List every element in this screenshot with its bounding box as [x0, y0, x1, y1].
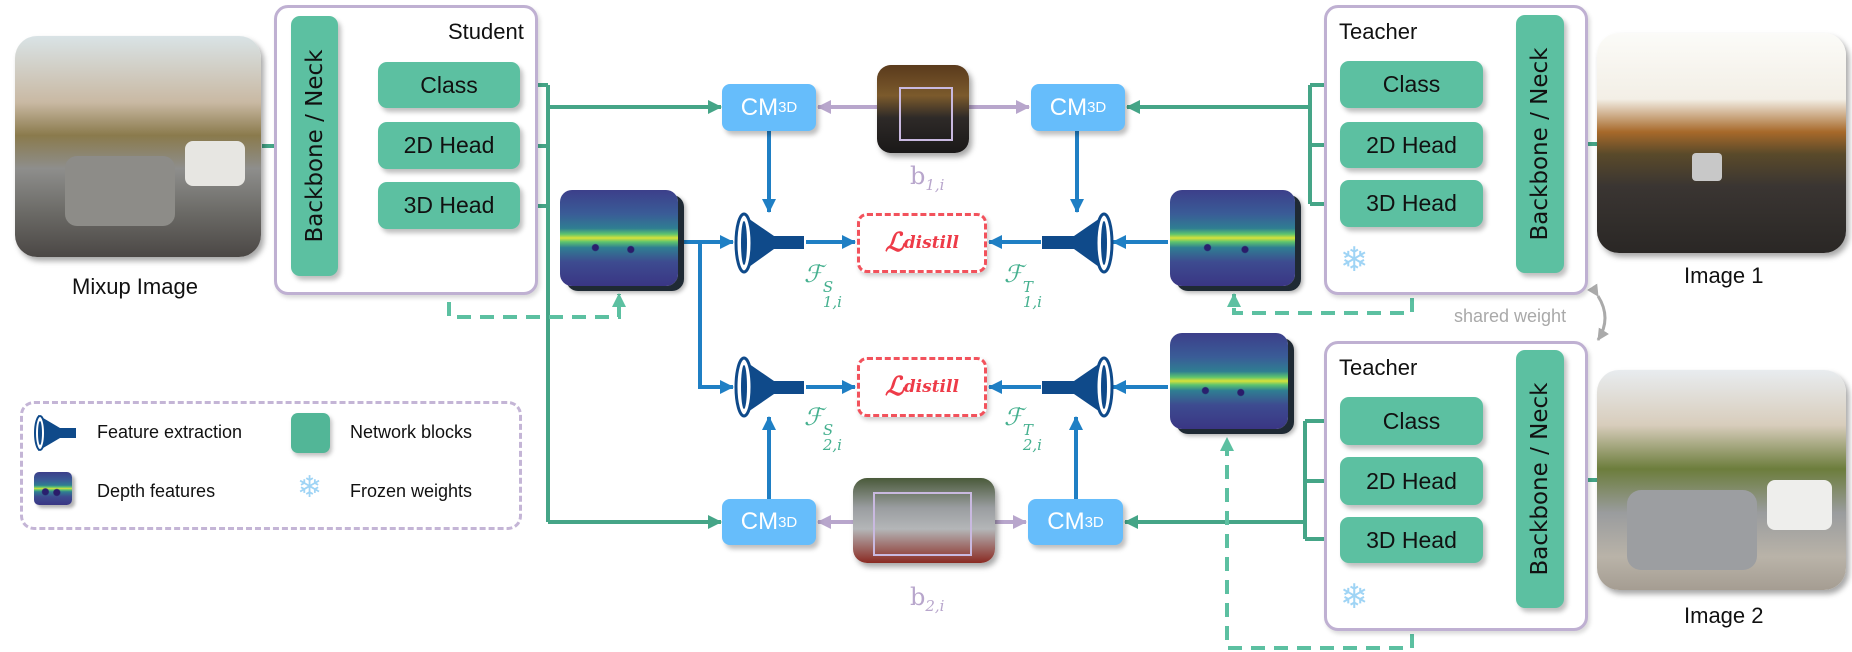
student-depth-features — [560, 190, 678, 286]
funnel-icon — [734, 356, 804, 418]
box-label-1: b1,i — [910, 162, 945, 194]
box-label-2: b2,i — [910, 583, 945, 615]
teacher1-3d-head: 3D Head — [1340, 180, 1483, 227]
teacher2-backbone-block: Backbone / Neck — [1516, 350, 1564, 608]
teacher1-depth-features — [1170, 190, 1295, 286]
backbone-label: Backbone / Neck — [301, 49, 328, 243]
teacher2-class-head: Class — [1340, 397, 1483, 445]
backbone-label: Backbone / Neck — [1527, 382, 1553, 576]
teacher2-2d-head: 2D Head — [1340, 457, 1483, 505]
mixup-image — [15, 36, 261, 257]
shared-weight-label: shared weight — [1454, 306, 1567, 326]
legend-frozen-weights: Frozen weights — [350, 481, 473, 501]
mixup-image-label: Mixup Image — [72, 274, 198, 299]
legend — [20, 401, 522, 530]
image-2 — [1597, 370, 1846, 590]
teacher2-title: Teacher — [1339, 355, 1418, 380]
snowflake-icon: ❄ — [1340, 578, 1369, 616]
snowflake-icon: ❄ — [1340, 241, 1369, 279]
student-title: Student — [448, 19, 524, 44]
legend-depth-icon — [34, 472, 72, 505]
funnel-icon — [734, 212, 804, 274]
teacher2-depth-features — [1170, 333, 1288, 429]
student-2d-head: 2D Head — [378, 122, 520, 169]
box-flow-lines — [817, 100, 1030, 529]
legend-network-blocks: Network blocks — [350, 422, 473, 442]
legend-feature-extraction: Feature extraction — [97, 422, 243, 442]
funnel-icon — [1042, 356, 1114, 418]
legend-funnel-icon — [34, 415, 76, 451]
image-1 — [1597, 33, 1846, 253]
box-crop-2 — [853, 478, 995, 563]
dashed-depth-lines — [447, 229, 1414, 650]
student-backbone-block: Backbone / Neck — [291, 16, 338, 276]
image-1-label: Image 1 — [1684, 263, 1764, 288]
student-class-head: Class — [378, 62, 520, 108]
teacher1-backbone-block: Backbone / Neck — [1516, 15, 1564, 273]
legend-network-block-swatch — [291, 413, 330, 453]
shared-weight-arrow-icon — [1587, 283, 1609, 341]
teacher1-title: Teacher — [1339, 19, 1418, 44]
funnel-icon — [1042, 212, 1114, 274]
image-2-label: Image 2 — [1684, 603, 1764, 628]
box-crop-1 — [877, 65, 969, 153]
teacher1-class-head: Class — [1340, 61, 1483, 108]
blue-flow-lines — [684, 131, 1168, 499]
teacher1-2d-head: 2D Head — [1340, 122, 1483, 168]
legend-depth-features: Depth features — [97, 481, 216, 501]
backbone-label: Backbone / Neck — [1527, 47, 1553, 241]
legend-snowflake-icon: ❄ — [297, 471, 323, 504]
teacher2-3d-head: 3D Head — [1340, 517, 1483, 563]
student-3d-head: 3D Head — [378, 182, 520, 229]
